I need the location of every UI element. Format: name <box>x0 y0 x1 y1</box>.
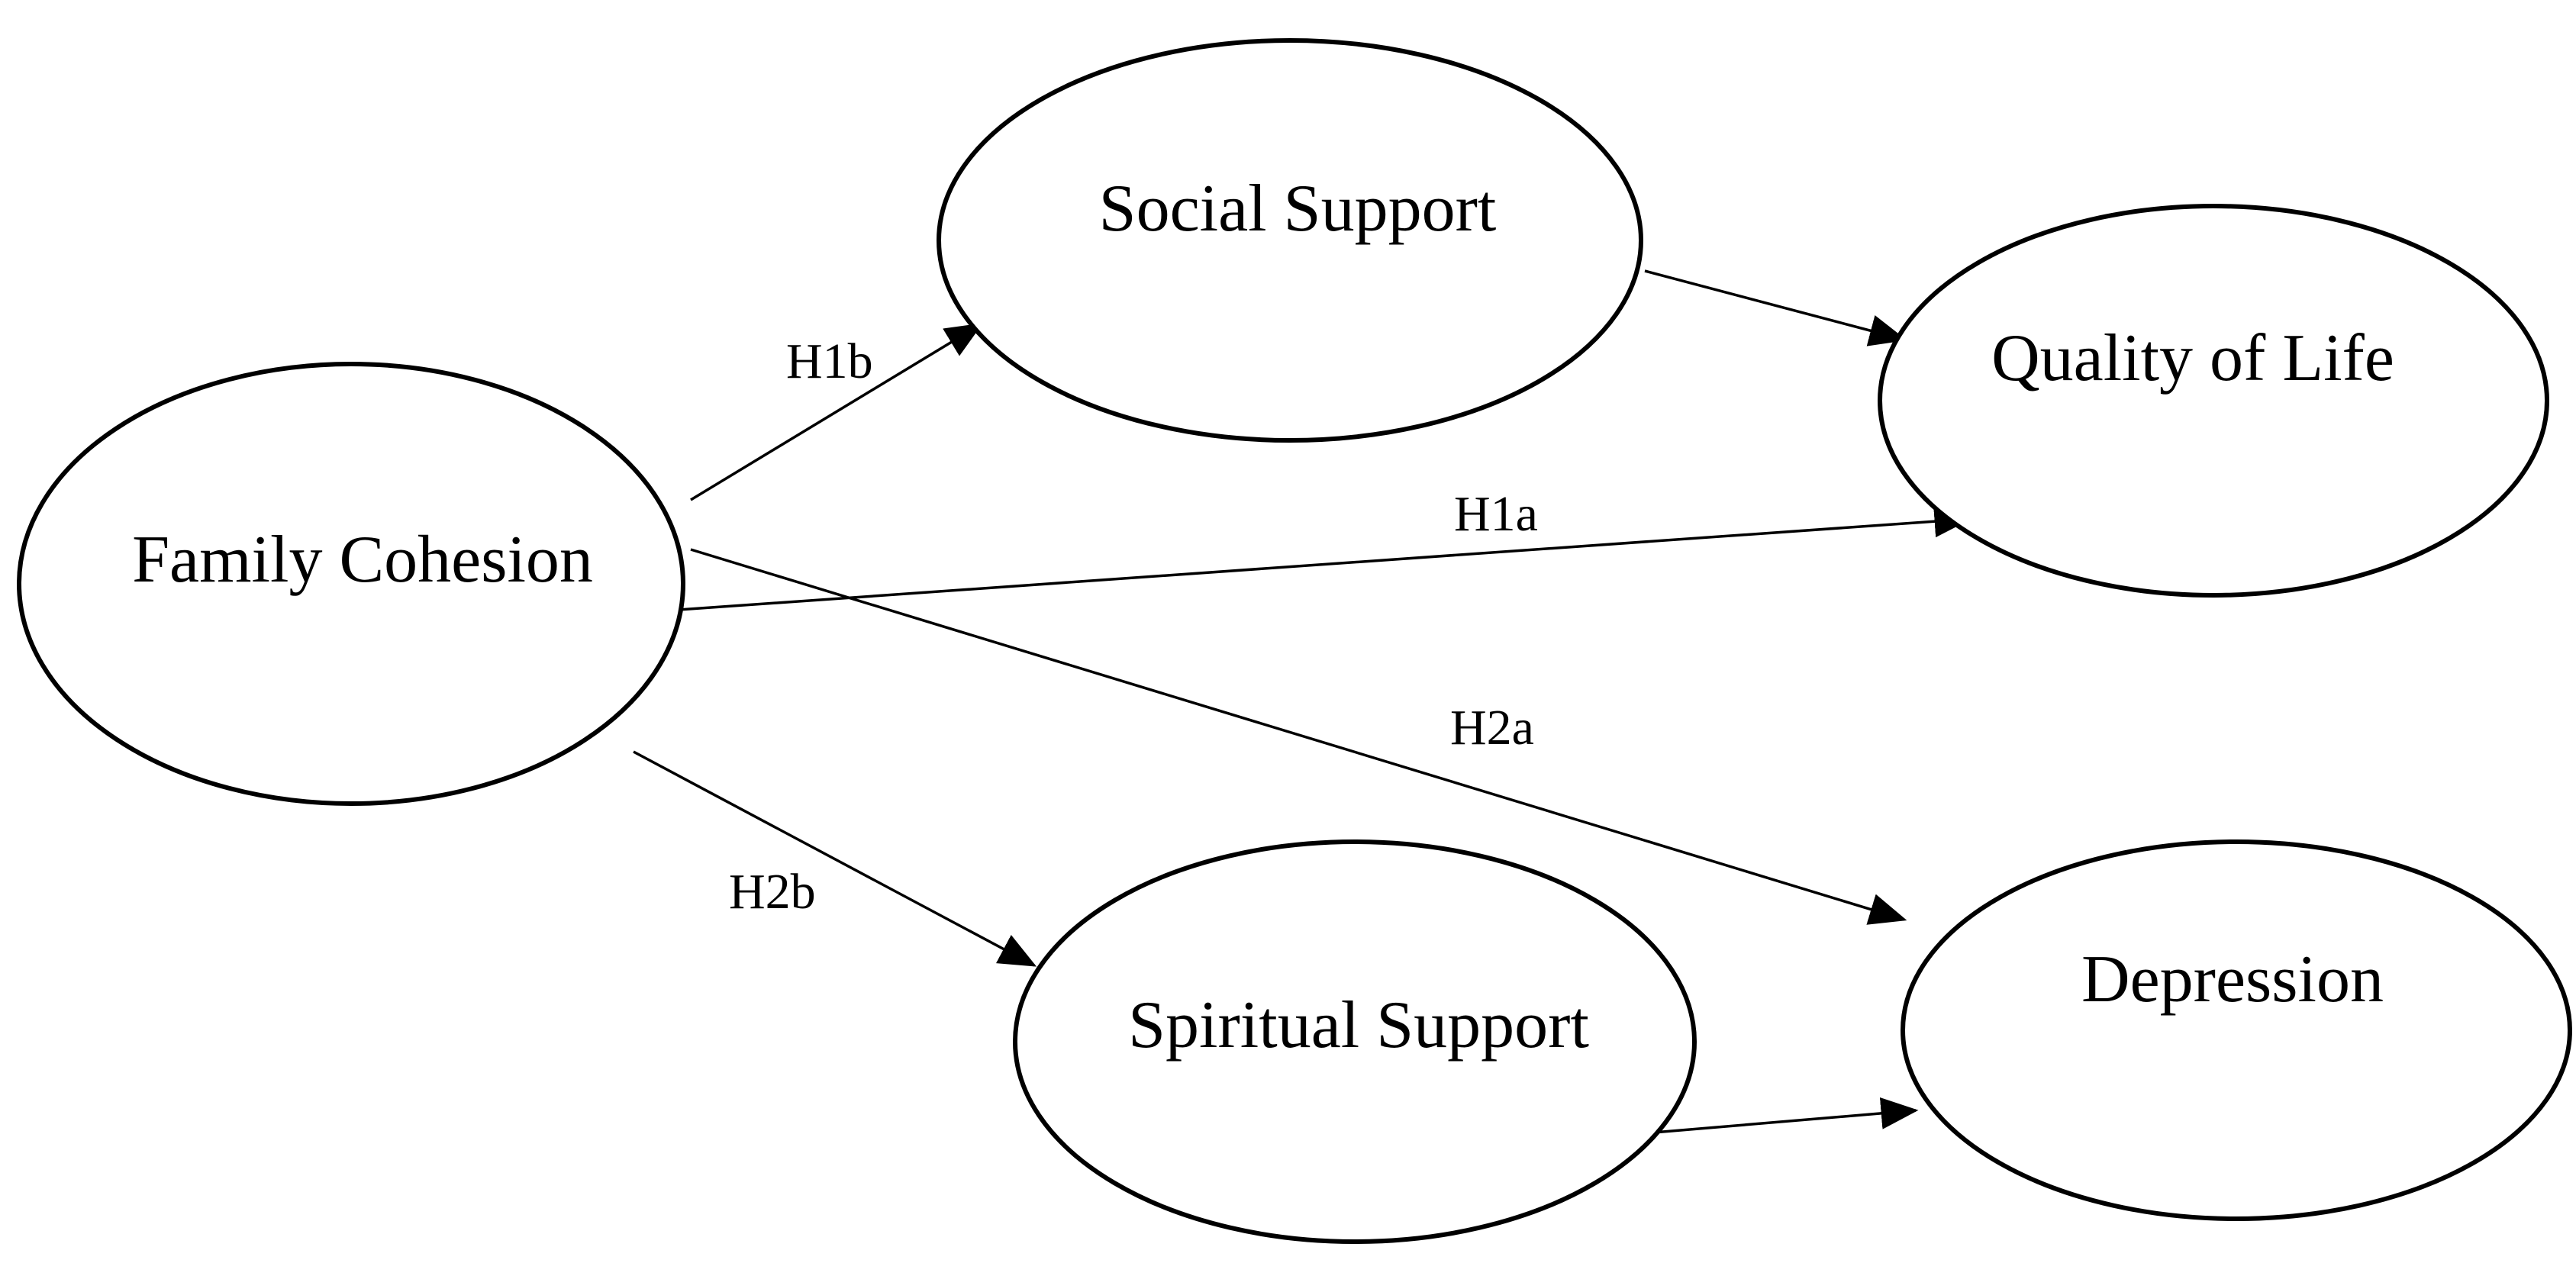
node-label-quality-of-life: Quality of Life <box>1991 321 2394 395</box>
edge-label-h2b: H2b <box>729 864 816 920</box>
edge-h1a <box>667 505 1972 612</box>
edge-social-to-quality <box>1644 269 1907 346</box>
node-spiritual-support: Spiritual Support <box>1013 839 1697 1244</box>
edge-h2a <box>690 548 1907 925</box>
node-label-social-support: Social Support <box>1099 172 1497 246</box>
edge-h1b <box>690 323 983 501</box>
node-label-spiritual-support: Spiritual Support <box>1128 988 1589 1062</box>
edges <box>633 269 1972 1135</box>
node-social-support: Social Support <box>937 38 1643 443</box>
node-depression: Depression <box>1901 839 2572 1221</box>
node-label-family-cohesion: Family Cohesion <box>132 523 593 597</box>
edge-spiritual-to-depression <box>1644 1097 1919 1135</box>
edge-h2b <box>633 750 1037 967</box>
node-label-depression: Depression <box>2081 942 2384 1017</box>
node-family-cohesion: Family Cohesion <box>17 362 685 806</box>
edge-labels: H1b H1a H2a H2b <box>729 334 1538 920</box>
edge-label-h2a: H2a <box>1450 700 1534 756</box>
node-quality-of-life: Quality of Life <box>1878 204 2549 598</box>
edge-label-h1b: H1b <box>786 334 873 389</box>
edge-label-h1a: H1a <box>1454 486 1538 542</box>
